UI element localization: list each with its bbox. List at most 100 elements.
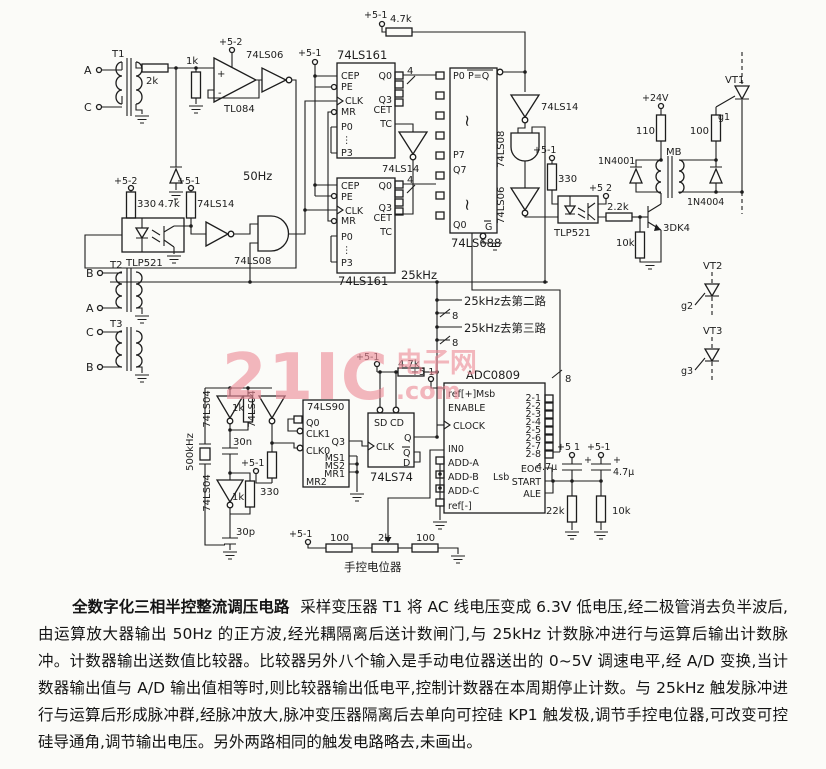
pin: CLK1 — [306, 429, 330, 440]
t3-top-label: C — [86, 326, 94, 339]
pin-range-tilde: ~ — [458, 198, 477, 211]
pin: 2-2 — [525, 401, 541, 412]
cmp-name: 74LS688 — [451, 236, 501, 250]
pin: Q — [404, 433, 411, 444]
pin: IN0 — [448, 444, 464, 455]
t2-label: T2 — [109, 260, 122, 271]
inv1-label: 74LS04 — [202, 390, 213, 427]
vt3-label: VT3 — [703, 326, 722, 337]
trig-tlp521: TLP521 — [553, 228, 591, 239]
rail-47k-label: 4.7k — [390, 14, 412, 25]
pin: CLK — [345, 206, 364, 217]
sampling-stage: A C T1 2k 1k + - +5-2 TL084 74LS06 — [84, 37, 297, 269]
opamp-plus: + — [217, 69, 225, 80]
trigger-stage: 74LS14 74LS08 74LS06 +5-1 330 TLP521 +5 … — [496, 94, 648, 284]
trig-22k: 2.2k — [607, 202, 629, 213]
start-rc-network: +5 1 4.7μ + 22k +5-1 + 4.7μ 10k — [536, 442, 634, 540]
d1n4004-label: 1N4004 — [687, 197, 724, 208]
trig-ls08-label: 74LS08 — [496, 131, 507, 168]
caption-title: 全数字化三相半控整流调压电路 — [72, 598, 290, 616]
pin: P0 — [341, 232, 353, 243]
pin: Q0 — [453, 220, 467, 231]
pin: TC — [379, 119, 392, 130]
ff-47k: 4.7k — [398, 359, 420, 370]
pin: 2-3 — [525, 409, 541, 420]
flipflop-74ls74: 74LS74 SD CD +5-1 4.7k CLK Q Q D — [356, 352, 439, 484]
pin: Q3 — [331, 437, 345, 448]
g3-label: g3 — [681, 366, 693, 377]
comparator-74ls688: 74LS688 P0 P=Q ~ P7 Q7 ~ Q0 G — [435, 67, 525, 251]
ch3-label: 25kHz去第三路 — [464, 321, 546, 335]
pin: MS1 — [325, 453, 345, 464]
mb-label: MB — [666, 147, 682, 158]
pin: ref[-] — [448, 501, 472, 512]
manual-potentiometer: +5-1 100 2k 100 手控电位器 — [289, 449, 466, 574]
ls90-name: 74LS90 — [307, 402, 344, 413]
pin-range-tilde: ~ — [458, 114, 477, 127]
ctr-top-name: 74LS161 — [337, 48, 387, 62]
d1n4001-label: 1N4001 — [598, 156, 635, 167]
ch2-bus: 8 — [452, 311, 458, 322]
ctr-vcc-label: +5-1 — [298, 48, 321, 59]
pin: MR2 — [306, 477, 327, 488]
iso-50hz-stage: +5-2 330 +5-1 4.7k 74LS14 TLP521 50Hz 74… — [114, 100, 337, 284]
pin-ellipsis: ⋮ — [342, 135, 352, 146]
cap2-plus: + — [613, 455, 621, 466]
pin: EOC — [521, 464, 541, 475]
pin: SD — [374, 418, 387, 429]
pin: ALE — [523, 489, 541, 500]
pin: CET — [374, 213, 393, 224]
pin: ADD-C — [448, 486, 480, 497]
pin: Q0 — [378, 181, 392, 192]
pin: MR1 — [324, 469, 345, 480]
pin: CEP — [341, 71, 360, 82]
pin: Q3 — [378, 95, 392, 106]
opamp-minus: - — [218, 88, 222, 99]
trig-ls06-label: 74LS06 — [496, 187, 507, 224]
pin-msb: Msb — [476, 389, 495, 400]
pin: P3 — [341, 148, 353, 159]
inv3-label: 74LS04 — [247, 390, 258, 427]
pin: P3 — [341, 258, 353, 269]
pin: ADD-B — [448, 472, 479, 483]
ch3-bus: 8 — [452, 338, 458, 349]
pin: PE — [341, 192, 353, 203]
rail-vcc-label: +5-1 — [364, 10, 387, 21]
pot-r1: 100 — [330, 533, 349, 544]
cap2-label: 4.7μ — [613, 467, 634, 478]
ls08-label: 74LS08 — [234, 256, 271, 267]
r-47k-label: 4.7k — [158, 199, 180, 210]
crystal-oscillator: 500kHz 74LS04 1k 30n 74LS04 1k 30p 74LS0… — [185, 386, 298, 560]
pin: 2-1 — [525, 393, 541, 404]
bus4-bot: 4 — [407, 175, 413, 186]
adc-bus8: 8 — [565, 374, 571, 385]
r-2k-label: 2k — [146, 76, 158, 87]
pin: PE — [341, 82, 353, 93]
r-1k-label: 1k — [186, 56, 198, 67]
pin: CLOCK — [453, 421, 486, 432]
trig-330: 330 — [558, 174, 577, 185]
r22k-label: 22k — [546, 506, 565, 517]
pin: START — [512, 477, 542, 488]
pin: ref[+] — [448, 389, 476, 400]
ch2-label: 25kHz去第二路 — [464, 294, 546, 308]
xtal-label: 500kHz — [185, 433, 196, 471]
pot-r3: 100 — [416, 533, 435, 544]
cap1-label: 4.7μ — [536, 462, 557, 473]
pot-cn-label: 手控电位器 — [344, 560, 402, 574]
r-330-label: 330 — [137, 199, 156, 210]
freq-50hz-label: 50Hz — [243, 169, 272, 183]
pin: CLK — [376, 442, 395, 453]
tl084-label: TL084 — [223, 104, 255, 115]
pin: Q0 — [306, 418, 320, 429]
pin: 2-6 — [525, 433, 541, 444]
rc-vcc2: +5-1 — [587, 442, 610, 453]
osc-vcc: +5-1 — [241, 458, 264, 469]
pin-qbar: Q — [403, 448, 410, 459]
pin: CD — [390, 418, 404, 429]
pin: CLK0 — [306, 446, 330, 457]
freq-25k-label: 25kHz — [401, 268, 437, 282]
caption: 全数字化三相半控整流调压电路采样变压器 T1 将 AC 线电压变成 6.3V 低… — [0, 584, 826, 756]
rc-vcc1: +5 1 — [557, 442, 580, 453]
